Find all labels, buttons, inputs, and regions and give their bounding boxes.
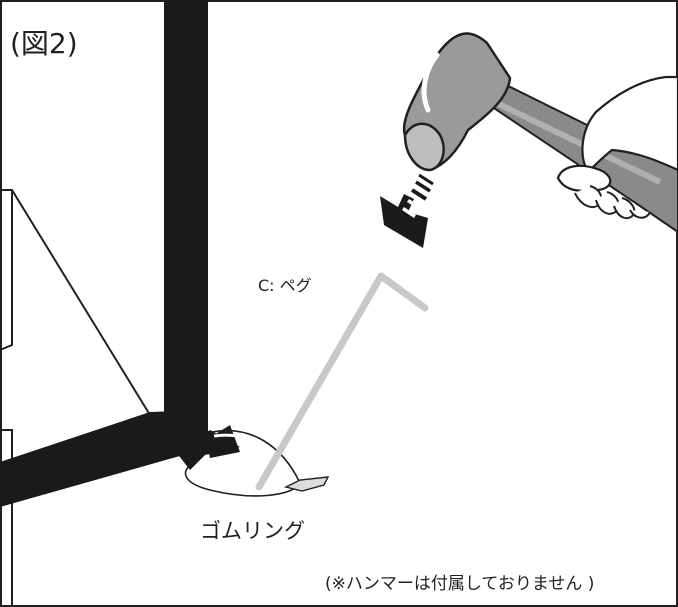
hammer-not-included-note: (※ハンマーは付属しておりません ) <box>325 574 595 594</box>
frame-foot-right <box>206 425 240 458</box>
hammer-icon <box>402 32 678 233</box>
down-arrow-icon <box>380 194 428 248</box>
frame-diagonal-line <box>0 189 151 416</box>
frame-vertical-leg <box>164 0 208 432</box>
frame-base-leg <box>0 410 208 507</box>
figure-label: (図2) <box>10 27 78 60</box>
arrow-tail-dashes <box>410 173 434 201</box>
rubber-ring <box>184 429 301 497</box>
peg-label: C: ペグ <box>258 276 312 295</box>
frame-edge-line-lower <box>0 429 13 607</box>
ring-knot <box>283 476 330 492</box>
frame-edge-line-upper <box>0 190 13 351</box>
rubber-ring-highlight <box>213 433 298 482</box>
ring-label: ゴムリング <box>200 519 305 543</box>
peg <box>255 272 429 491</box>
hand-icon <box>556 75 678 220</box>
